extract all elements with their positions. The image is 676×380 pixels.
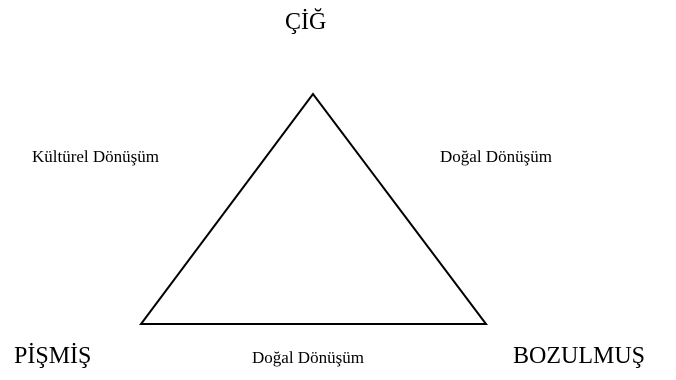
edge-label-left: Kültürel Dönüşüm [32, 147, 160, 166]
vertex-label-left: PİŞMİŞ [14, 343, 92, 369]
edge-label-right: Doğal Dönüşüm [440, 147, 552, 166]
triangle-outline [139, 92, 489, 325]
vertex-label-right: BOZULMUŞ [513, 343, 646, 369]
vertex-label-top: ÇİĞ [285, 9, 327, 35]
edge-label-bottom: Doğal Dönüşüm [252, 348, 364, 367]
